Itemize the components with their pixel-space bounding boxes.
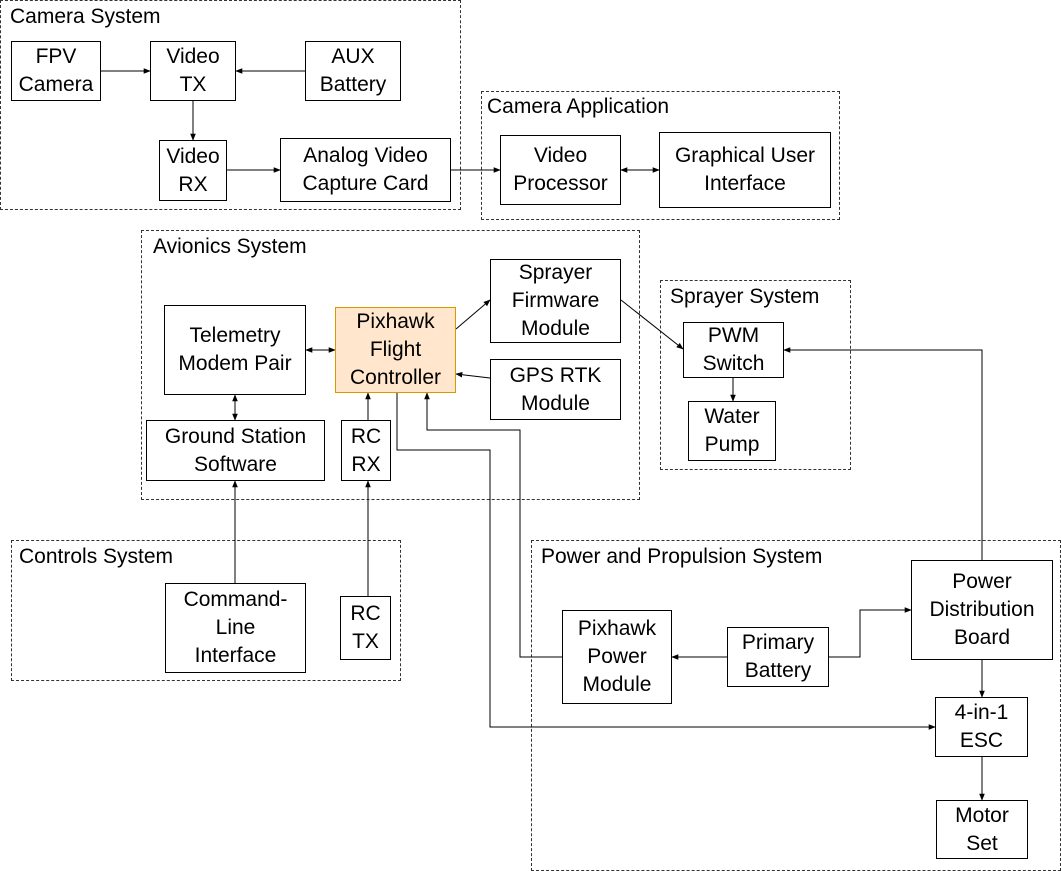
graphical-user-interface-node: Graphical User Interface: [659, 132, 831, 208]
gps-rtk-module-node: GPS RTK Module: [490, 359, 621, 420]
controls-system-group: Controls System: [11, 540, 401, 681]
rc-tx-node: RC TX: [340, 596, 391, 660]
controls-system-label: Controls System: [19, 545, 174, 568]
camera-application-label: Camera Application: [487, 95, 670, 118]
pwm-switch-node: PWM Switch: [683, 322, 784, 378]
fpv-camera-node: FPV Camera: [11, 41, 101, 101]
ground-station-software-node: Ground Station Software: [146, 420, 325, 481]
power-propulsion-system-label: Power and Propulsion System: [541, 545, 823, 568]
analog-video-capture-card-node: Analog Video Capture Card: [280, 138, 451, 202]
flight-controller-to-sprayer-firmware: [455, 299, 491, 330]
battery-to-pdb: [829, 607, 912, 658]
camera-application-group: Camera Application: [481, 91, 840, 220]
primary-battery-node: Primary Battery: [727, 627, 829, 687]
camera-system-label: Camera System: [10, 5, 161, 28]
water-pump-node: Water Pump: [688, 401, 776, 461]
pdb-to-pwm-switch: [783, 347, 983, 560]
aux-battery-node: AUX Battery: [305, 41, 401, 101]
video-processor-node: Video Processor: [500, 135, 621, 205]
pixhawk-power-module-node: Pixhawk Power Module: [562, 610, 672, 704]
avionics-system-label: Avionics System: [153, 235, 307, 258]
motor-set-node: Motor Set: [936, 800, 1028, 859]
power-distribution-board-node: Power Distribution Board: [911, 560, 1053, 660]
video-rx-node: Video RX: [159, 140, 227, 201]
pixhawk-flight-controller-node: Pixhawk Flight Controller: [335, 307, 456, 393]
pixhawk-power-to-flight-controller: [424, 392, 562, 658]
camera-system-group: Camera System: [0, 0, 461, 210]
sprayer-system-group: Sprayer System: [660, 280, 851, 470]
avionics-system-group: Avionics System: [141, 230, 640, 500]
esc-4-in-1-node: 4-in-1 ESC: [935, 697, 1028, 757]
rc-rx-node: RC RX: [341, 420, 391, 481]
sprayer-firmware-module-node: Sprayer Firmware Module: [490, 259, 621, 343]
gps-to-flight-controller: [455, 371, 491, 379]
telemetry-modem-pair-node: Telemetry Modem Pair: [164, 305, 306, 395]
sprayer-system-label: Sprayer System: [670, 285, 820, 308]
command-line-interface-node: Command- Line Interface: [165, 583, 306, 673]
sprayer-firmware-to-pwm-switch: [620, 299, 684, 350]
flight-controller-to-esc: [396, 393, 936, 730]
video-tx-node: Video TX: [150, 41, 236, 101]
